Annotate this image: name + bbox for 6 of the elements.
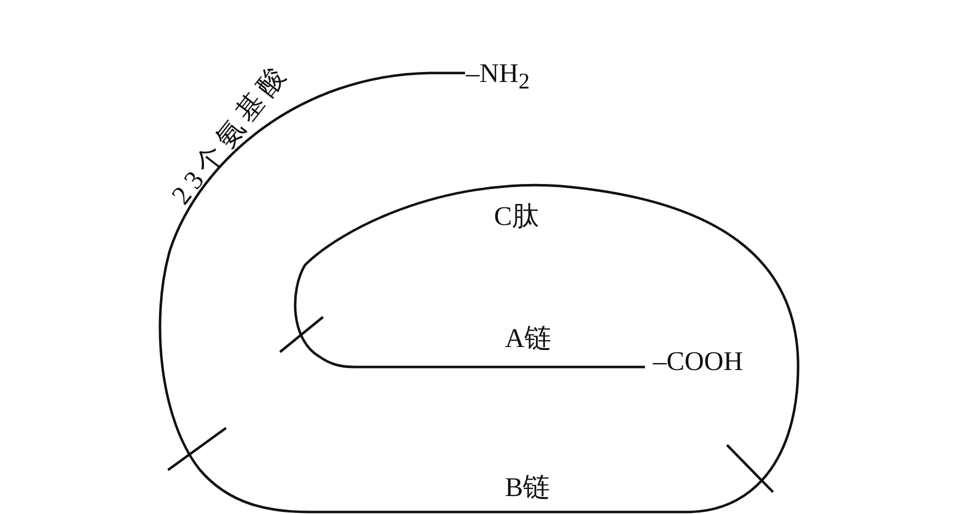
curved-label: 23个氨基酸 xyxy=(167,58,294,210)
terminal-label: –COOH xyxy=(653,348,744,375)
segment-label: C肽 xyxy=(494,203,540,230)
segment-label: A链 xyxy=(505,325,552,352)
terminal-label: –NH$_{2}$ xyxy=(466,60,530,93)
segment-label: B链 xyxy=(505,474,550,501)
